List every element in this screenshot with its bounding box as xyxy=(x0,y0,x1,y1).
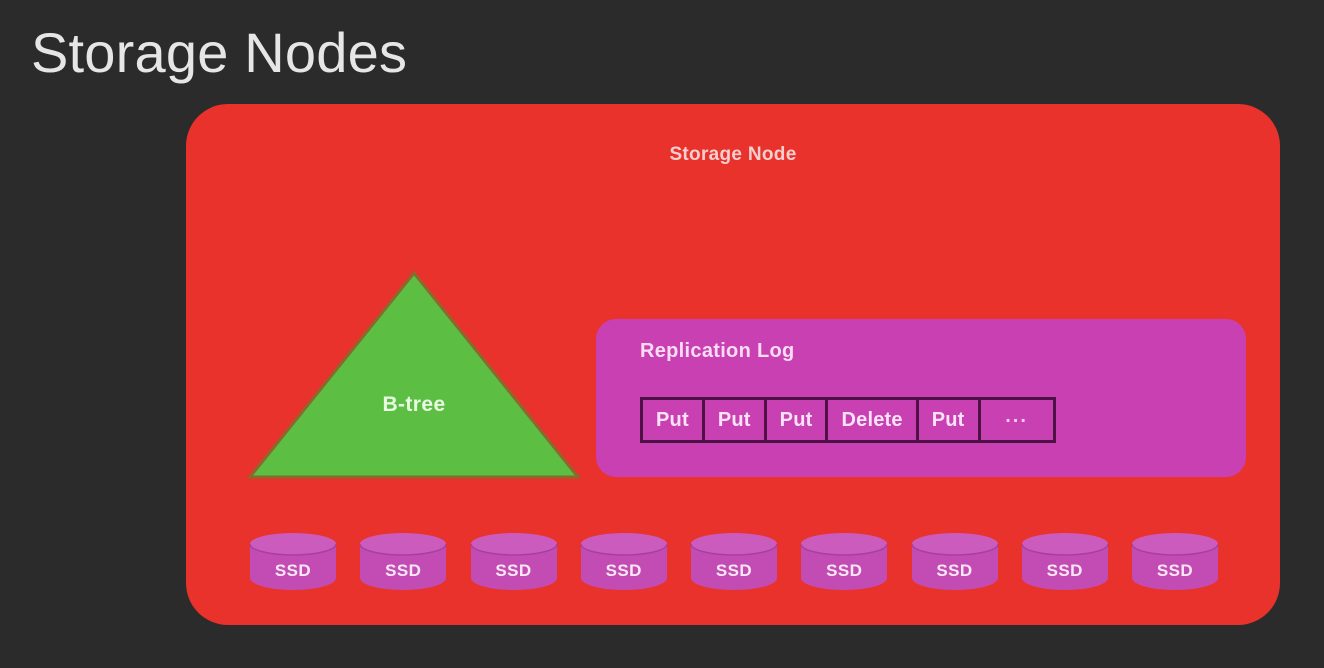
cylinder-icon xyxy=(249,533,337,590)
ssd-cylinder: SSD xyxy=(248,532,338,590)
replication-log-title: Replication Log xyxy=(640,340,795,362)
cylinder-icon xyxy=(910,533,999,590)
page-title: Storage Nodes xyxy=(31,21,408,84)
replication-log-panel: Replication Log Put Put Put Delete Put .… xyxy=(596,319,1246,477)
log-entry-overflow: ... xyxy=(1005,405,1028,427)
cylinder-icon xyxy=(469,533,558,590)
log-entry: Put xyxy=(643,400,705,440)
ssd-cylinder: SSD xyxy=(689,532,779,590)
btree-shape: B-tree xyxy=(246,269,582,481)
log-entry: Delete xyxy=(828,400,919,440)
log-entry: Put xyxy=(705,400,767,440)
ssd-row: SSD SSD SSD xyxy=(248,532,1220,590)
storage-node-container: Storage Node B-tree Replication Log Put … xyxy=(186,104,1280,625)
ssd-cylinder: SSD xyxy=(910,532,1000,590)
ssd-cylinder: SSD xyxy=(799,532,889,590)
cylinder-icon xyxy=(580,533,668,590)
ssd-cylinder: SSD xyxy=(1020,532,1110,590)
ssd-cylinder: SSD xyxy=(469,532,559,590)
cylinder-icon xyxy=(690,533,778,590)
ssd-cylinder: SSD xyxy=(358,532,448,590)
triangle-icon xyxy=(246,270,582,479)
ssd-cylinder: SSD xyxy=(1130,532,1220,590)
cylinder-icon xyxy=(800,533,888,590)
replication-log-entries: Put Put Put Delete Put ... xyxy=(640,397,1056,443)
cylinder-icon xyxy=(1021,533,1109,590)
cylinder-icon xyxy=(359,533,447,590)
ssd-cylinder: SSD xyxy=(579,532,669,590)
cylinder-icon xyxy=(1131,533,1219,590)
log-entry: Put xyxy=(919,400,981,440)
log-entry: Put xyxy=(767,400,829,440)
storage-node-label: Storage Node xyxy=(669,144,797,165)
